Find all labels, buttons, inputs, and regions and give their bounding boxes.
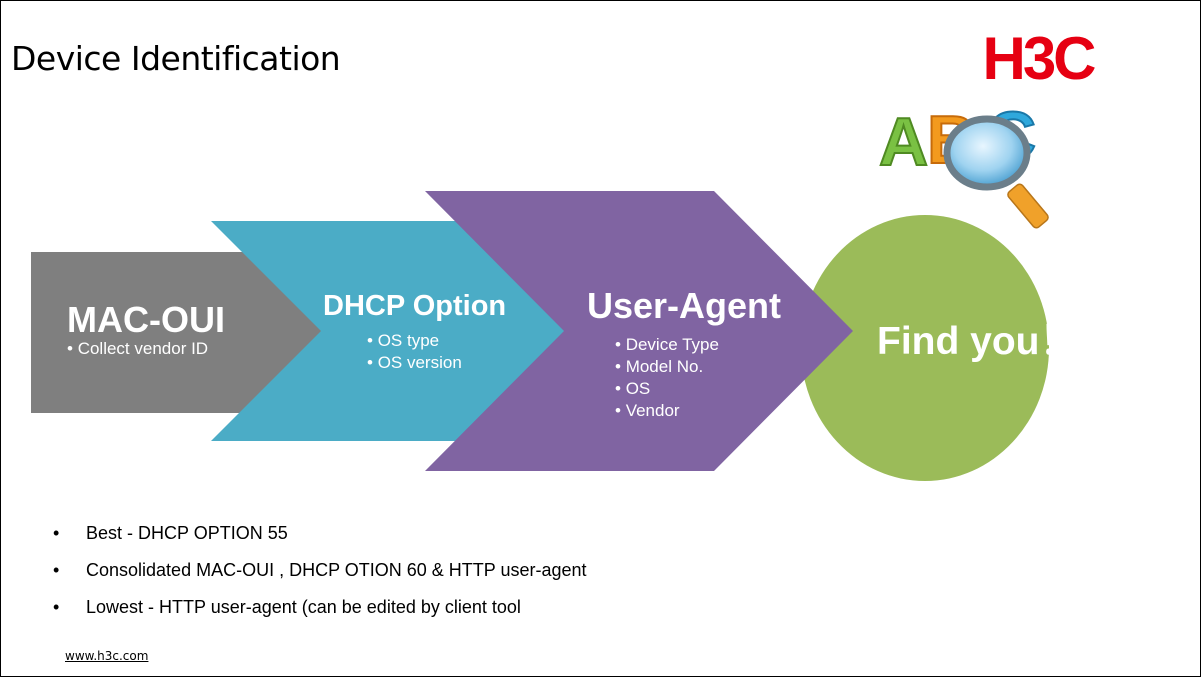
bullet-icon: • (53, 523, 60, 543)
stage-item: OS (615, 378, 651, 400)
list-item: • Consolidated MAC-OUI , DHCP OTION 60 & … (53, 552, 587, 589)
bullet-text: Best - DHCP OPTION 55 (86, 523, 288, 543)
magnifier-handle (1007, 183, 1049, 229)
stage-title-dhcp-option: DHCP Option (323, 290, 507, 322)
stage-title-mac-oui: MAC-OUI (67, 299, 225, 340)
list-item: • Best - DHCP OPTION 55 (53, 515, 587, 552)
bullet-list: • Best - DHCP OPTION 55 • Consolidated MAC… (53, 515, 587, 626)
stage-item: Vendor (615, 400, 680, 422)
stage-item: Model No. (615, 356, 703, 378)
stage-item: OS type (367, 330, 439, 352)
bullet-icon: • (53, 560, 60, 580)
logo-text: H3C (982, 27, 1095, 89)
bullet-text: Consolidated MAC-OUI , DHCP OTION 60 & H… (86, 560, 587, 580)
result-ellipse (801, 215, 1049, 481)
footer-link[interactable]: www.h3c.com (65, 649, 149, 663)
stage-item: Device Type (615, 334, 719, 356)
bullet-icon: • (53, 597, 60, 617)
stage-item: Collect vendor ID (67, 338, 208, 360)
stage-title-user-agent: User-Agent (587, 285, 782, 326)
letter-a-icon: A (879, 104, 928, 180)
stage-item: OS version (367, 352, 462, 374)
stage-arrow-user-agent (425, 191, 853, 471)
bullet-text: Lowest - HTTP user-agent (can be edited … (86, 597, 521, 617)
slide-title: Device Identification (11, 39, 341, 78)
h3c-logo: H3C (982, 27, 1098, 89)
magnifier-lens (943, 115, 1031, 191)
list-item: • Lowest - HTTP user-agent (can be edited… (53, 589, 587, 626)
stage-arrow-mac-oui (31, 252, 349, 413)
abc-magnifier-icon: A B C (878, 97, 1049, 229)
result-label: Find you！ (877, 320, 1079, 363)
